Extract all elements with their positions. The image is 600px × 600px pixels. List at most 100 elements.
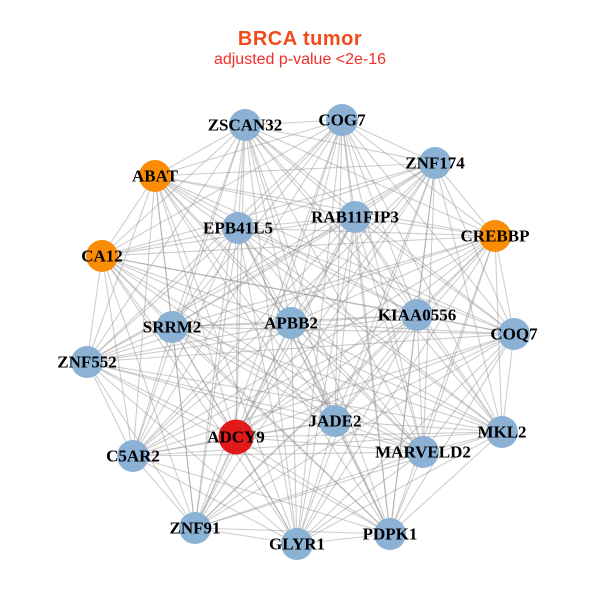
- edge-cog7-srrm2: [171, 119, 343, 328]
- edge-epb41l5-pdpk1: [237, 227, 391, 535]
- edge-rab11fip3-epb41l5: [237, 216, 356, 229]
- edge-zscan32-znf91: [194, 124, 246, 529]
- edge-rab11fip3-c5ar2: [132, 216, 356, 457]
- edge-abat-jade2: [154, 175, 336, 422]
- edge-cog7-coq7: [341, 119, 515, 335]
- edge-cog7-abat: [154, 119, 343, 177]
- edge-mkl2-glyr1: [296, 431, 503, 545]
- edge-jade2-mkl2: [334, 420, 503, 433]
- edge-marveld2-znf91: [194, 451, 424, 529]
- edge-zscan32-jade2: [244, 124, 336, 422]
- edge-znf174-rab11fip3: [354, 162, 436, 218]
- edge-srrm2-coq7: [171, 326, 515, 335]
- node-circle: [117, 440, 149, 472]
- edge-rab11fip3-kiaa0556: [354, 216, 418, 316]
- edge-c5ar2-pdpk1: [132, 455, 391, 535]
- edge-ca12-glyr1: [101, 255, 298, 545]
- node-label: EPB41L5: [203, 219, 273, 238]
- edge-cog7-crebbp: [341, 119, 496, 237]
- edge-apbb2-znf552: [86, 322, 292, 363]
- edge-coq7-znf91: [194, 333, 515, 529]
- edge-ca12-apbb2: [101, 255, 292, 324]
- edge-zscan32-abat: [154, 124, 246, 177]
- edge-znf174-adcy9: [235, 162, 436, 438]
- edge-kiaa0556-znf91: [194, 314, 418, 529]
- edge-cog7-jade2: [334, 119, 343, 422]
- edge-epb41l5-apbb2: [237, 227, 292, 324]
- node-label: MKL2: [477, 423, 526, 442]
- edge-zscan32-marveld2: [244, 124, 424, 453]
- edge-cog7-apbb2: [290, 119, 343, 324]
- edge-crebbp-znf552: [86, 235, 496, 363]
- edge-znf552-glyr1: [86, 361, 298, 545]
- edge-coq7-pdpk1: [389, 333, 515, 535]
- edge-coq7-adcy9: [235, 333, 515, 438]
- edge-coq7-marveld2: [422, 333, 515, 453]
- node-circle: [326, 104, 358, 136]
- edge-zscan32-cog7: [244, 119, 343, 126]
- node-circle: [498, 318, 530, 350]
- edge-srrm2-mkl2: [171, 326, 503, 433]
- edge-znf174-abat: [154, 162, 436, 177]
- edge-kiaa0556-znf552: [86, 314, 418, 363]
- edge-abat-mkl2: [154, 175, 503, 433]
- edge-cog7-adcy9: [235, 119, 343, 438]
- edge-znf91-glyr1: [194, 527, 298, 545]
- edge-srrm2-znf91: [171, 326, 196, 529]
- edge-epb41l5-marveld2: [237, 227, 424, 453]
- edge-zscan32-c5ar2: [132, 124, 246, 457]
- node-label: GLYR1: [269, 535, 325, 554]
- edge-cog7-epb41l5: [237, 119, 343, 229]
- node-label: PDPK1: [363, 525, 418, 544]
- edge-crebbp-kiaa0556: [416, 235, 496, 316]
- figure-subtitle: adjusted p-value <2e-16: [213, 51, 387, 68]
- edge-epb41l5-kiaa0556: [237, 227, 418, 316]
- edge-epb41l5-mkl2: [237, 227, 503, 433]
- edge-srrm2-marveld2: [171, 326, 424, 453]
- edge-abat-apbb2: [154, 175, 292, 324]
- edge-kiaa0556-apbb2: [290, 314, 418, 324]
- edge-ca12-coq7: [101, 255, 515, 335]
- edge-znf174-apbb2: [290, 162, 436, 324]
- node-apbb2: APBB2: [264, 307, 318, 339]
- node-label: COG7: [318, 111, 366, 130]
- edge-marveld2-glyr1: [296, 451, 424, 545]
- edge-srrm2-jade2: [171, 326, 336, 422]
- node-label: KIAA0556: [378, 306, 456, 325]
- edge-layer: [86, 119, 515, 545]
- edge-crebbp-coq7: [494, 235, 515, 335]
- figure-title: BRCA tumor: [237, 28, 363, 50]
- edge-rab11fip3-srrm2: [171, 216, 356, 328]
- edge-abat-coq7: [154, 175, 515, 335]
- edge-crebbp-marveld2: [422, 235, 496, 453]
- node-znf91: ZNF91: [170, 512, 221, 544]
- edge-epb41l5-znf91: [194, 227, 239, 529]
- edge-srrm2-c5ar2: [132, 326, 173, 457]
- edge-zscan32-crebbp: [244, 124, 496, 237]
- edge-abat-adcy9: [154, 175, 237, 438]
- edge-rab11fip3-apbb2: [290, 216, 356, 324]
- edge-apbb2-mkl2: [290, 322, 503, 433]
- edge-apbb2-glyr1: [290, 322, 298, 545]
- edge-znf552-c5ar2: [86, 361, 134, 457]
- edge-crebbp-srrm2: [171, 235, 496, 328]
- node-circle: [275, 307, 307, 339]
- edge-zscan32-ca12: [101, 124, 246, 257]
- edge-znf174-ca12: [101, 162, 436, 257]
- edge-abat-znf552: [86, 175, 156, 363]
- edge-rab11fip3-jade2: [334, 216, 356, 422]
- edge-apbb2-coq7: [290, 322, 515, 335]
- node-label: RAB11FIP3: [311, 208, 399, 227]
- node-circle: [486, 416, 518, 448]
- edge-abat-srrm2: [154, 175, 173, 328]
- edge-zscan32-adcy9: [235, 124, 246, 438]
- edge-znf174-glyr1: [296, 162, 436, 545]
- node-label: MARVELD2: [375, 443, 471, 462]
- node-circle: [139, 160, 171, 192]
- node-label: JADE2: [309, 412, 362, 431]
- node-znf552: ZNF552: [57, 346, 117, 378]
- edge-zscan32-coq7: [244, 124, 515, 335]
- node-circle: [419, 147, 451, 179]
